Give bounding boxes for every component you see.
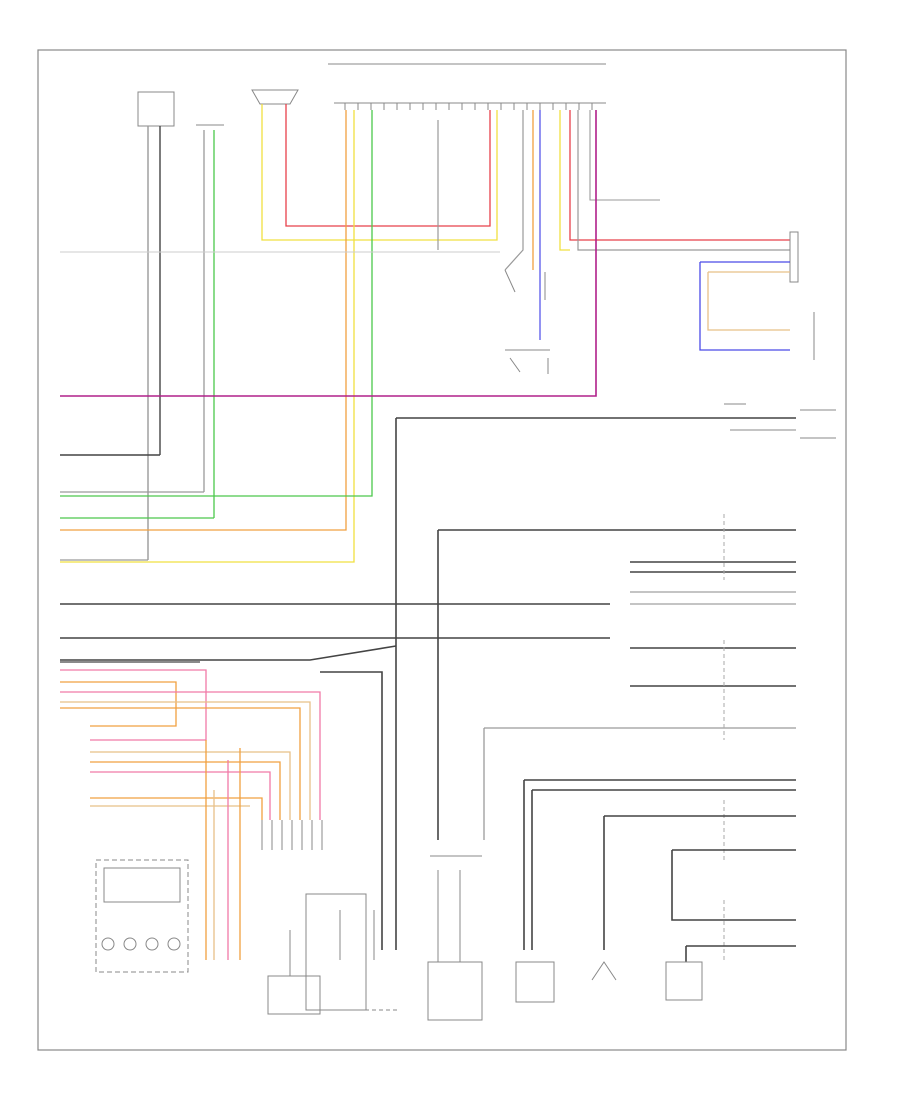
mid-wiring [60,529,796,950]
left-rear-speaker [515,779,796,1003]
horn-assembly [251,89,299,105]
left-outer-switch [505,349,550,374]
navigation-unit [267,930,321,1015]
rear-antenna [591,815,796,981]
right-rear-speaker [395,403,836,950]
main-connector [328,63,606,110]
amp-module [305,893,400,1011]
instrument-cluster [60,669,323,850]
steering-wheel-controls [95,859,189,973]
left-front-switch [504,269,546,300]
top-wiring [60,104,790,563]
control-unit [427,855,483,1021]
right-front-speaker [699,231,815,360]
top-left-switch [60,91,175,560]
steering-bundle [205,740,241,960]
right-rear-antenna [665,849,796,1001]
diagram-frame [37,49,847,1051]
telephone-module [196,124,224,518]
